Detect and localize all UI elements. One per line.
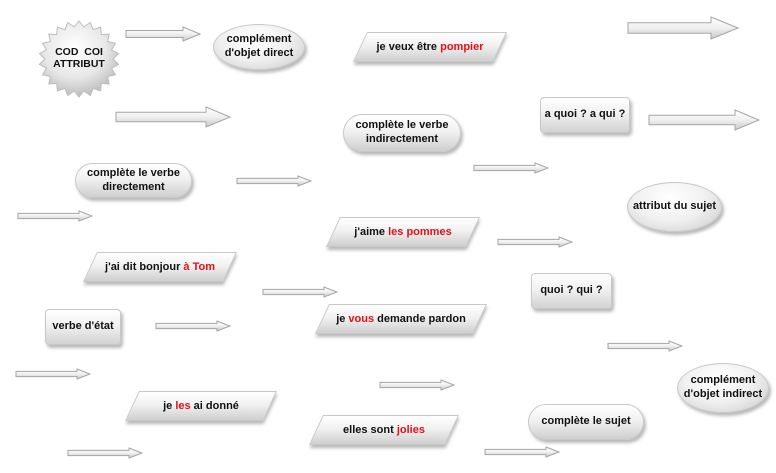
arrow-15	[484, 446, 560, 458]
example-pardon: je vous demande pardon	[315, 304, 487, 334]
arrow-3	[115, 106, 231, 128]
example-pommes: j'aime les pommes	[326, 217, 480, 247]
arrow-6	[236, 175, 312, 187]
badge-line-1: COD COI	[55, 46, 103, 59]
a-quoi-a-qui-box: a quoi ? a qui ?	[540, 97, 630, 133]
quoi-qui-box: quoi ? qui ?	[531, 273, 612, 309]
verbe-etat-box: verbe d'état	[45, 309, 121, 345]
badge-line-2: ATTRIBUT	[53, 58, 105, 70]
arrow-11	[607, 340, 683, 352]
example-donne: je les ai donné	[125, 391, 277, 421]
arrow-14	[67, 447, 143, 459]
arrow-9	[262, 286, 338, 298]
complete-le-sujet-bubble: complète le sujet	[528, 404, 644, 440]
arrow-7	[17, 210, 93, 222]
arrow-8	[497, 236, 573, 248]
example-jolies: elles sont jolies	[309, 415, 459, 445]
arrow-12	[15, 368, 91, 380]
attribut-du-sujet-bubble: attribut du sujet	[627, 182, 722, 232]
arrow-1	[125, 26, 201, 42]
arrow-5	[473, 162, 549, 174]
arrow-2	[627, 16, 739, 40]
arrow-13	[379, 379, 455, 391]
arrow-10	[155, 320, 231, 332]
example-pompier: je veux être pompier	[353, 32, 507, 62]
arrow-4	[648, 109, 760, 131]
cod-coi-attribut-badge: COD COI ATTRIBUT	[33, 18, 125, 100]
example-tom: j'ai dit bonjour à Tom	[83, 252, 237, 282]
starburst-shape	[38, 20, 120, 98]
